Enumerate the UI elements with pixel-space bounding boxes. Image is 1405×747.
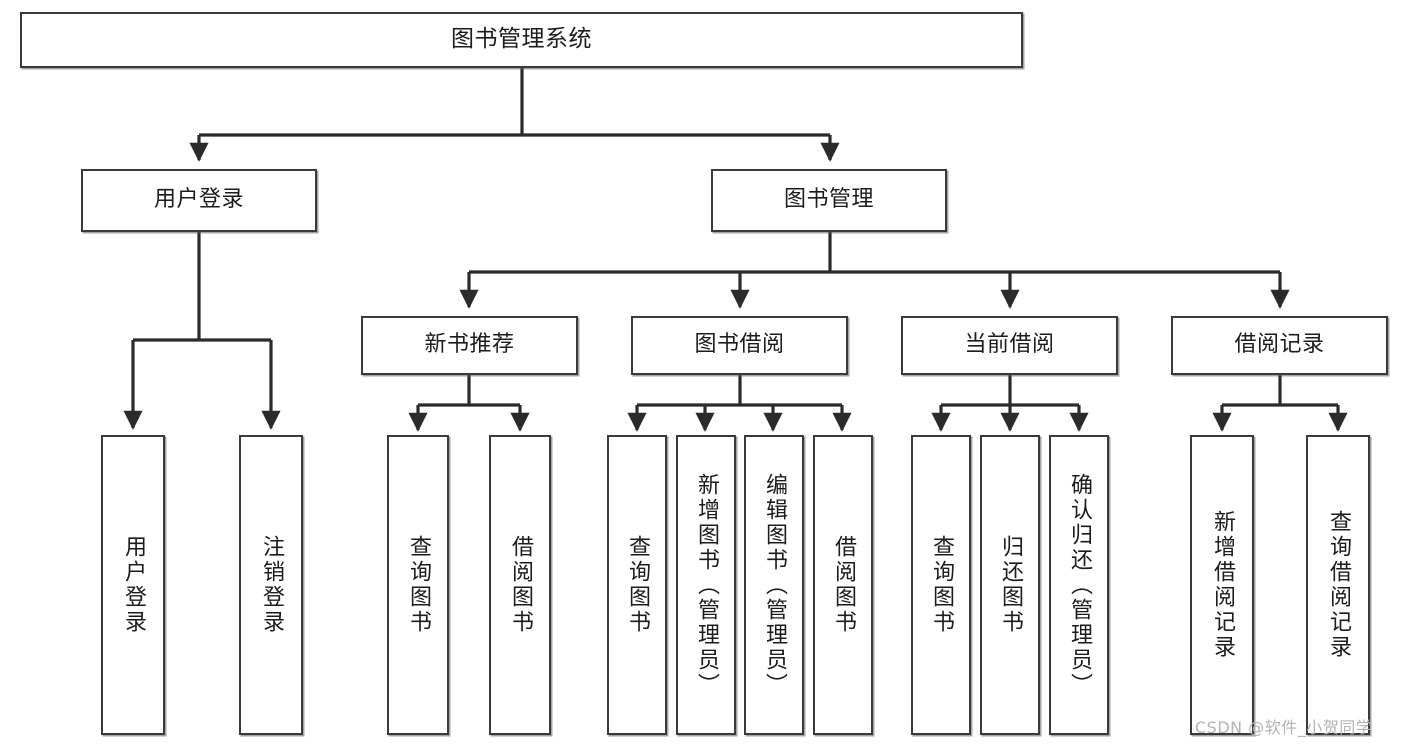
node-leaf-query-book-1[interactable]: 查询图书 — [387, 435, 449, 735]
node-leaf-add-book-admin-label: 新增图书（管理员） — [694, 472, 719, 698]
node-leaf-add-book-admin[interactable]: 新增图书（管理员） — [676, 435, 736, 735]
node-leaf-add-borrow-record-label: 新增借阅记录 — [1210, 510, 1235, 660]
watermark: CSDN @软件_小贺同学 — [1195, 718, 1373, 737]
node-root-label: 图书管理系统 — [451, 26, 592, 53]
node-leaf-borrow-book-2[interactable]: 借阅图书 — [813, 435, 873, 735]
node-leaf-query-book-3[interactable]: 查询图书 — [911, 435, 971, 735]
node-leaf-query-book-1-label: 查询图书 — [406, 535, 431, 635]
node-current-borrow-label: 当前借阅 — [964, 332, 1055, 358]
node-current-borrow[interactable]: 当前借阅 — [901, 316, 1118, 375]
node-leaf-logout-login[interactable]: 注销登录 — [239, 435, 303, 735]
node-leaf-user-login-label: 用户登录 — [121, 535, 146, 635]
node-leaf-query-borrow-record-label: 查询借阅记录 — [1326, 510, 1351, 660]
node-leaf-edit-book-admin-label: 编辑图书（管理员） — [762, 472, 787, 698]
node-leaf-user-login[interactable]: 用户登录 — [101, 435, 165, 735]
node-leaf-return-book[interactable]: 归还图书 — [980, 435, 1040, 735]
node-borrow-record[interactable]: 借阅记录 — [1171, 316, 1388, 375]
node-new-book-recommend[interactable]: 新书推荐 — [361, 316, 578, 375]
node-leaf-query-book-2-label: 查询图书 — [625, 535, 650, 635]
node-root[interactable]: 图书管理系统 — [20, 12, 1023, 68]
node-leaf-borrow-book-1-label: 借阅图书 — [508, 535, 533, 635]
node-leaf-query-book-3-label: 查询图书 — [929, 535, 954, 635]
node-leaf-borrow-book-1[interactable]: 借阅图书 — [489, 435, 551, 735]
node-leaf-edit-book-admin[interactable]: 编辑图书（管理员） — [744, 435, 804, 735]
node-book-management-label: 图书管理 — [783, 187, 874, 213]
node-leaf-confirm-return-admin-label: 确认归还（管理员） — [1067, 472, 1092, 698]
node-leaf-borrow-book-2-label: 借阅图书 — [831, 535, 856, 635]
node-leaf-return-book-label: 归还图书 — [998, 535, 1023, 635]
node-book-borrow-label: 图书借阅 — [694, 332, 785, 358]
node-leaf-add-borrow-record[interactable]: 新增借阅记录 — [1190, 435, 1254, 735]
node-user-login[interactable]: 用户登录 — [81, 169, 317, 232]
node-book-management[interactable]: 图书管理 — [711, 169, 947, 232]
node-leaf-logout-login-label: 注销登录 — [259, 535, 284, 635]
node-leaf-query-book-2[interactable]: 查询图书 — [607, 435, 667, 735]
node-new-book-recommend-label: 新书推荐 — [424, 332, 515, 358]
node-user-login-label: 用户登录 — [153, 187, 244, 213]
node-book-borrow[interactable]: 图书借阅 — [631, 316, 848, 375]
node-leaf-confirm-return-admin[interactable]: 确认归还（管理员） — [1049, 435, 1109, 735]
node-borrow-record-label: 借阅记录 — [1234, 332, 1325, 358]
node-leaf-query-borrow-record[interactable]: 查询借阅记录 — [1306, 435, 1370, 735]
